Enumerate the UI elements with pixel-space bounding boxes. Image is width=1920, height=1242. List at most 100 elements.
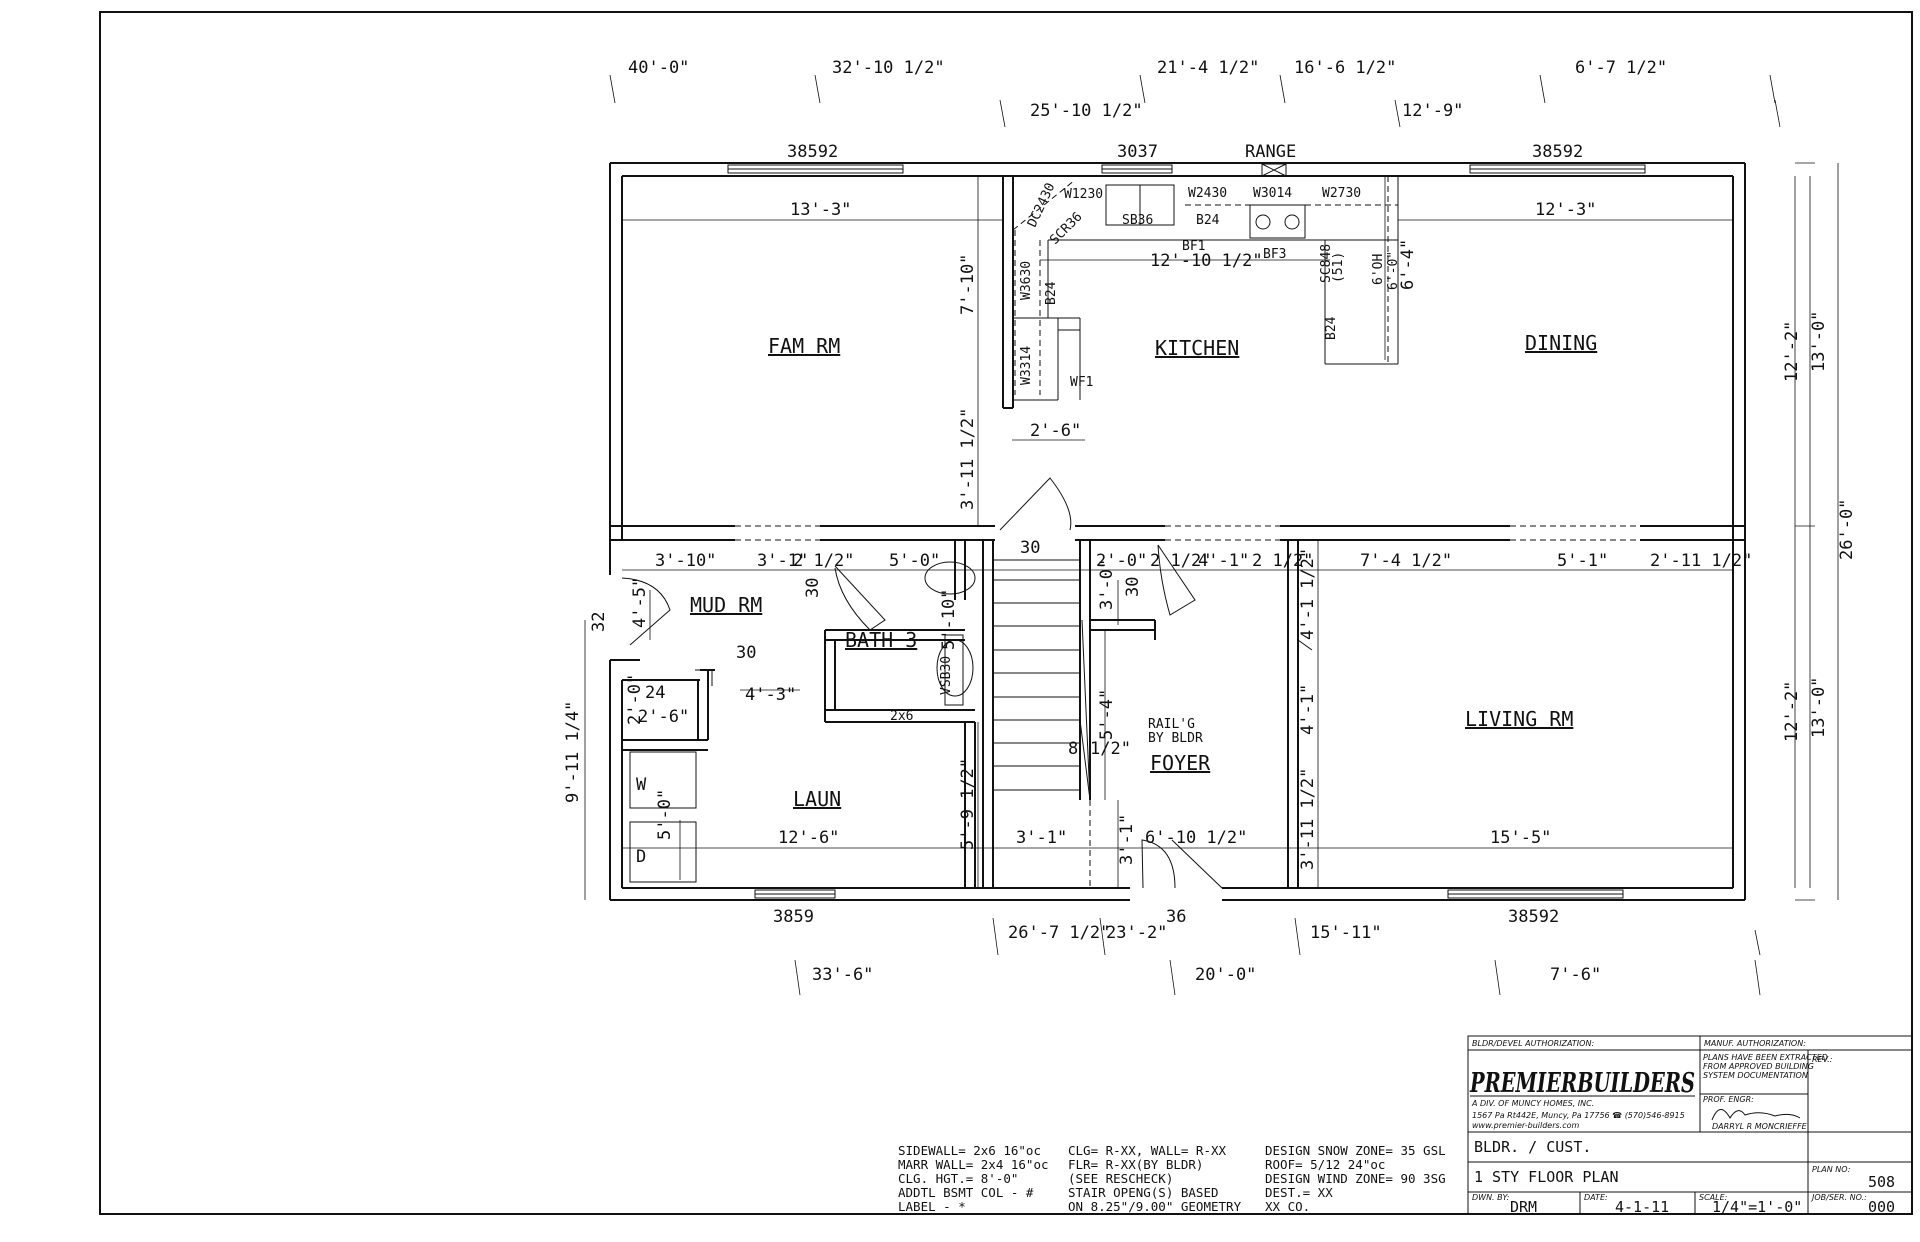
exterior-walls bbox=[609, 162, 1746, 901]
dim-text: 40'-0" bbox=[628, 58, 689, 78]
date: 4-1-11 bbox=[1615, 1198, 1669, 1216]
interior-dimensions: 13'-3" 12'-3" 12'-10 1/2" 7'-10" 6'-4" 6… bbox=[625, 200, 1752, 870]
dim-text: 5'-10" bbox=[939, 589, 959, 650]
dim-text: 3'-1" bbox=[1117, 814, 1137, 865]
customer-field: BLDR. / CUST. bbox=[1474, 1138, 1591, 1156]
dim-text: 26'-0" bbox=[1837, 499, 1857, 560]
dim-text: 2'-0" bbox=[1096, 551, 1147, 571]
rev-label: REV.: bbox=[1812, 1055, 1833, 1064]
cabinet-label: SB36 bbox=[1122, 213, 1153, 228]
cabinet-label: B24 bbox=[1044, 281, 1059, 305]
dim-text: 13'-0" bbox=[1809, 677, 1829, 738]
dim-text: 13'-3" bbox=[790, 200, 851, 220]
dim-text: 2 1/2" bbox=[1252, 551, 1313, 571]
cabinet-label: W3314 bbox=[1019, 346, 1034, 385]
cabinet-label: (51) bbox=[1331, 252, 1346, 283]
rail-label: RAIL'G bbox=[1148, 717, 1195, 732]
drawing-title: 1 STY FLOOR PLAN bbox=[1474, 1168, 1619, 1186]
dim-text: 26'-7 1/2" bbox=[1008, 923, 1110, 943]
dim-text: 9'-11 1/4" bbox=[563, 701, 583, 803]
cabinet-label: WF1 bbox=[1070, 375, 1093, 390]
interior-walls bbox=[610, 176, 1299, 888]
dim-text: 3'-1" bbox=[1016, 828, 1067, 848]
dwn-by: DRM bbox=[1510, 1198, 1537, 1216]
company-website: www.premier-builders.com bbox=[1472, 1121, 1580, 1130]
note-line: (SEE RESCHECK) bbox=[1068, 1171, 1173, 1186]
doors bbox=[621, 477, 1313, 889]
dim-text: 2x6 bbox=[890, 709, 913, 724]
dim-text: 4'-5" bbox=[630, 577, 650, 628]
dim-text: 33'-6" bbox=[812, 965, 873, 985]
cabinet-label: B24 bbox=[1324, 316, 1339, 340]
cabinet-label: SCR36 bbox=[1047, 210, 1085, 248]
dim-text: 20'-0" bbox=[1195, 965, 1256, 985]
dim-text: 1/2" bbox=[1090, 739, 1131, 759]
outer-dimensions: 40'-0" 32'-10 1/2" 21'-4 1/2" 16'-6 1/2"… bbox=[563, 58, 1857, 985]
range-label: RANGE bbox=[1245, 142, 1296, 162]
company-logo: PREMIERBUILDERS bbox=[1469, 1068, 1695, 1099]
dim-text: 12'-9" bbox=[1402, 101, 1463, 121]
plans-note: SYSTEM DOCUMENTATION bbox=[1703, 1071, 1808, 1080]
note-line: XX CO. bbox=[1265, 1199, 1310, 1214]
prof-engr-label: PROF. ENGR: bbox=[1703, 1095, 1754, 1104]
note-line: ROOF= 5/12 24"oc bbox=[1265, 1157, 1385, 1172]
room-labels: FAM RM KITCHEN DINING MUD RM BATH 3 LAUN… bbox=[690, 331, 1597, 811]
cabinet-label: W1230 bbox=[1064, 187, 1103, 202]
plan-no: 508 bbox=[1868, 1173, 1895, 1191]
dim-text: 2'-0" bbox=[625, 674, 645, 725]
note-line: DESIGN SNOW ZONE= 35 GSL bbox=[1265, 1143, 1446, 1158]
dim-text: 23'-2" bbox=[1106, 923, 1167, 943]
room-fam-rm: FAM RM bbox=[768, 334, 840, 358]
dim-text: 12'-3" bbox=[1535, 200, 1596, 220]
dim-text: 13'-0" bbox=[1809, 311, 1829, 372]
note-line: LABEL - * bbox=[898, 1199, 966, 1214]
dim-text: 4'-3" bbox=[745, 685, 796, 705]
dim-text: 16'-6 1/2" bbox=[1294, 58, 1396, 78]
engineer-name: DARRYL R MONCRIEFFE bbox=[1712, 1122, 1808, 1131]
room-kitchen: KITCHEN bbox=[1155, 336, 1239, 360]
dim-text: 4'-1 1/2" bbox=[1298, 548, 1318, 640]
dim-text: 30 bbox=[1020, 538, 1040, 558]
note-line: DEST.= XX bbox=[1265, 1185, 1333, 1200]
room-laun: LAUN bbox=[793, 787, 841, 811]
dim-text: 4'-1" bbox=[1298, 684, 1318, 735]
dim-text: 2'-6" bbox=[638, 707, 689, 727]
dim-text: 5'-0" bbox=[655, 789, 675, 840]
note-line: DESIGN WIND ZONE= 90 3SG bbox=[1265, 1171, 1446, 1186]
dim-text: 8 bbox=[1068, 739, 1078, 759]
dim-text: 5'-0" bbox=[889, 551, 940, 571]
dim-text: 12'-10 1/2" bbox=[1150, 251, 1263, 271]
note-line: CLG. HGT.= 8'-0" bbox=[898, 1171, 1018, 1186]
cabinet-label: W3630 bbox=[1019, 261, 1034, 300]
note-line: MARR WALL= 2x4 16"oc bbox=[898, 1157, 1049, 1172]
dim-text: 12'-6" bbox=[778, 828, 839, 848]
note-line: SIDEWALL= 2x6 16"oc bbox=[898, 1143, 1041, 1158]
window-label: 38592 bbox=[1508, 907, 1559, 927]
cabinet-label: W2730 bbox=[1322, 186, 1361, 201]
kitchen-cabinets bbox=[1012, 176, 1399, 401]
window-label: 3859 bbox=[773, 907, 814, 927]
cabinet-label: W2430 bbox=[1188, 186, 1227, 201]
dim-text: 7'-4 1/2" bbox=[1360, 551, 1452, 571]
dim-text: 12'-2" bbox=[1782, 321, 1802, 382]
dim-text: 7'-6" bbox=[1550, 965, 1601, 985]
note-line: ADDTL BSMT COL - # bbox=[898, 1185, 1034, 1200]
company-address: 1567 Pa Rt442E, Muncy, Pa 17756 ☎ (570)5… bbox=[1472, 1111, 1685, 1120]
cabinet-label: BF1 bbox=[1182, 239, 1205, 254]
sheet-border bbox=[99, 11, 1913, 1215]
plans-note: FROM APPROVED BUILDING bbox=[1703, 1062, 1814, 1071]
dim-text: VSB30 bbox=[939, 656, 954, 695]
dim-text: 5'-9 1/2" bbox=[958, 758, 978, 850]
room-bath-3: BATH 3 bbox=[845, 628, 917, 652]
cabinet-label: B24 bbox=[1196, 213, 1220, 228]
scale: 1/4"=1'-0" bbox=[1712, 1198, 1802, 1216]
scale-label: SCALE: bbox=[1699, 1193, 1728, 1202]
dim-text: 3'-0" bbox=[1097, 559, 1117, 610]
dimension-lines bbox=[584, 74, 1839, 996]
dim-text: 6'-0" bbox=[1386, 251, 1401, 290]
note-line: CLG= R-XX, WALL= R-XX bbox=[1068, 1143, 1227, 1158]
dim-text: 30 bbox=[736, 643, 756, 663]
company-division: A DIV. OF MUNCY HOMES, INC. bbox=[1471, 1099, 1594, 1108]
dryer-label: D bbox=[636, 847, 646, 867]
dim-text: 6'-7 1/2" bbox=[1575, 58, 1667, 78]
